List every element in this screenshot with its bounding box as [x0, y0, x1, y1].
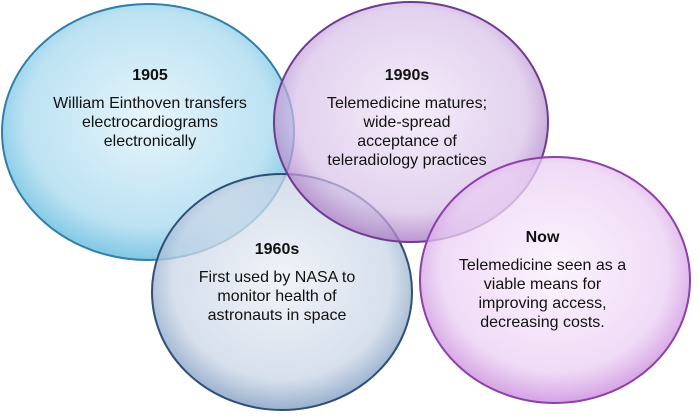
node-1905-text: William Einthoven transfers electrocardi…	[53, 95, 247, 150]
node-1960s-text: First used by NASA to monitor health of …	[198, 269, 356, 324]
node-now-title: Now	[525, 229, 560, 246]
circle-now	[419, 156, 691, 404]
node-1905: 1905 William Einthoven transfers electro…	[50, 66, 250, 151]
node-1960s-title: 1960s	[254, 241, 300, 258]
node-1990s: 1990s Telemedicine matures; wide-spread …	[322, 66, 492, 170]
circle-1960s	[151, 173, 413, 411]
node-1905-title: 1905	[132, 67, 168, 84]
node-1990s-text: Telemedicine matures; wide-spread accept…	[326, 95, 488, 169]
node-1960s: 1960s First used by NASA to monitor heal…	[182, 240, 372, 325]
node-now-text: Telemedicine seen as a viable means for …	[458, 257, 627, 331]
node-1990s-title: 1990s	[384, 67, 430, 84]
node-now: Now Telemedicine seen as a viable means …	[455, 228, 630, 332]
